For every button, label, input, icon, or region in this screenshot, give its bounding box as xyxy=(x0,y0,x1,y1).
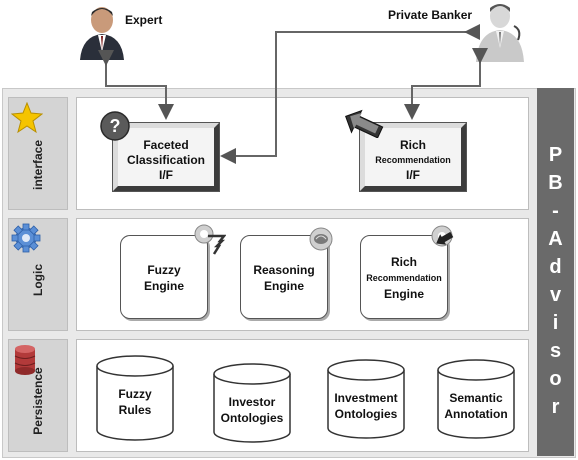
fuzzy-rules-label: Fuzzy Rules xyxy=(95,386,175,418)
reasoning-engine-line2: Engine xyxy=(263,279,304,293)
faceted-line3: I/F xyxy=(159,168,173,182)
private-banker-person-icon xyxy=(476,4,524,62)
semantic-annotation-label: Semantic Annotation xyxy=(436,390,516,422)
gear-arrow-icon xyxy=(431,225,454,247)
faceted-classification-if-box: Faceted Classification I/F xyxy=(113,123,219,191)
persistence-layer-label: Persistence xyxy=(8,339,68,452)
semantic-line2: Annotation xyxy=(444,407,508,421)
database-icon xyxy=(14,345,36,375)
banner-char: r xyxy=(551,396,560,418)
fuzzy-rules-line1: Fuzzy xyxy=(118,387,152,401)
fuzzy-rules-cylinder xyxy=(96,355,174,441)
investment-ontologies-cylinder xyxy=(327,359,405,439)
svg-text:?: ? xyxy=(110,116,121,136)
banner-char: A xyxy=(548,228,563,250)
star-icon xyxy=(11,102,43,134)
banker-to-faceted-arrow xyxy=(220,24,480,164)
reasoning-engine-line1: Reasoning xyxy=(253,263,315,277)
rich-recommendation-engine-box: Rich Recommendation Engine xyxy=(360,235,448,319)
banner-char: B xyxy=(548,172,563,194)
investment-line1: Investment xyxy=(334,391,398,405)
gear-tornado-icon xyxy=(194,224,226,255)
interface-layer-label: interface xyxy=(8,97,68,210)
fuzzy-engine-line1: Fuzzy xyxy=(147,263,181,277)
banner-char: P xyxy=(548,144,563,166)
rich-engine-line1: Rich xyxy=(390,255,417,269)
investment-ontologies-label: Investment Ontologies xyxy=(326,390,406,422)
faceted-line2: Classification xyxy=(126,153,206,167)
banner-char: i xyxy=(552,312,559,334)
reasoning-engine-box: Reasoning Engine xyxy=(240,235,328,319)
investment-line2: Ontologies xyxy=(334,407,398,421)
investor-line1: Investor xyxy=(228,395,276,409)
fuzzy-rules-line2: Rules xyxy=(118,403,152,417)
banner-char: s xyxy=(549,340,562,362)
faceted-line1: Faceted xyxy=(143,138,189,152)
expert-to-faceted-arrow xyxy=(98,50,174,120)
fuzzy-engine-box: Fuzzy Engine xyxy=(120,235,208,319)
banker-to-rich-if-arrow xyxy=(404,48,488,120)
brain-gear-icon xyxy=(309,227,333,251)
rich-engine-line3: Engine xyxy=(383,287,424,301)
banner-char: d xyxy=(549,256,562,278)
rich-engine-line2: Recommendation xyxy=(366,273,442,283)
investor-ontologies-cylinder xyxy=(213,363,291,443)
banner-char: o xyxy=(549,368,562,390)
investor-line2: Ontologies xyxy=(220,411,284,425)
semantic-line1: Semantic xyxy=(449,391,503,405)
expert-label: Expert xyxy=(125,13,163,27)
semantic-annotation-cylinder xyxy=(437,359,515,439)
banner-char: - xyxy=(552,200,559,222)
persistence-layer-panel: Fuzzy Rules Investor Ontologies Investme… xyxy=(76,339,529,452)
logic-layer-label: Logic xyxy=(8,218,68,331)
fuzzy-engine-line2: Engine xyxy=(143,279,184,293)
investor-ontologies-label: Investor Ontologies xyxy=(212,394,292,426)
pb-advisor-banner: P B - A d v i s o r xyxy=(537,88,574,456)
banner-char: v xyxy=(549,284,562,306)
rich-if-line3: I/F xyxy=(406,168,420,182)
gear-icon xyxy=(11,223,41,253)
private-banker-label: Private Banker xyxy=(388,8,473,22)
logic-layer-panel: Fuzzy Engine Reasoning Engine Rich Recom… xyxy=(76,218,529,331)
